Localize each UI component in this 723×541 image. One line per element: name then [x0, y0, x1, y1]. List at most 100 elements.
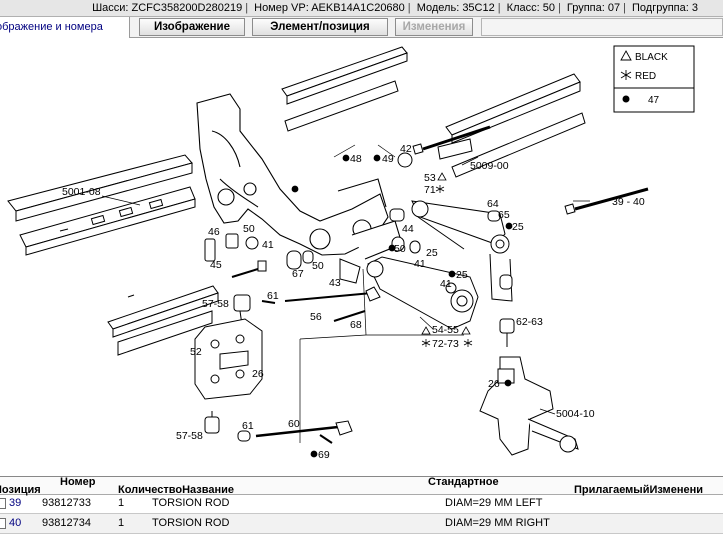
callout-52: 52: [190, 346, 202, 358]
callout-57-58-lower: 57-58: [176, 430, 203, 442]
dot-marker: [310, 450, 318, 458]
table-header: Позиция Номер КоличествоНазвание Стандар…: [0, 476, 723, 496]
row-number: 93812733: [42, 497, 91, 509]
callout-56: 56: [310, 311, 322, 323]
bushing-46: [204, 238, 216, 262]
bracket-52: [194, 318, 263, 400]
group: Группа: 07: [566, 2, 621, 14]
col-standard[interactable]: Стандартное: [428, 476, 499, 488]
dot-legend-icon: [622, 95, 630, 103]
callout-42: 42: [400, 143, 412, 155]
row-checkbox[interactable]: [0, 498, 6, 509]
subgroup: Подгруппа: 3: [632, 2, 698, 14]
row-standard: DIAM=29 MM LEFT: [445, 497, 543, 509]
class: Класс: 50: [506, 2, 555, 14]
callout-62-63: 62-63: [516, 316, 543, 328]
row-position[interactable]: 39: [9, 497, 22, 509]
callout-53: 53: [424, 172, 436, 184]
cross-member: [196, 93, 403, 260]
dot-marker: [448, 270, 456, 278]
row-name: TORSION ROD: [152, 517, 230, 529]
chassis-rail-top: [281, 46, 408, 132]
callout-44: 44: [402, 223, 414, 235]
callout-50-middle: 50: [394, 243, 406, 255]
callout-5004-10: 5004-10: [556, 408, 595, 420]
torsion-rod-pair: [412, 125, 649, 215]
callout-26-bracket: 26: [252, 368, 264, 380]
link-60: [204, 411, 353, 444]
callout-25-lower: 25: [456, 269, 468, 281]
tab-element-position[interactable]: Элемент/позиция: [252, 18, 388, 36]
fasteners: [225, 152, 515, 347]
tab-changes: Изменения: [395, 18, 473, 36]
legend: BLACK RED 47: [613, 45, 695, 113]
tab-image-and-numbers[interactable]: ображение и номера: [0, 17, 130, 38]
triangle-marker-54-55-left: [421, 326, 431, 335]
callout-45: 45: [210, 259, 222, 271]
triangle-marker-53: [437, 172, 447, 181]
table-row[interactable]: 39 93812733 1 TORSION ROD DIAM=29 MM LEF…: [0, 494, 723, 514]
callout-5009-00: 5009-00: [470, 160, 509, 172]
callout-72-73: 72-73: [432, 338, 459, 350]
dot-marker: [504, 379, 512, 387]
callout-50-center: 50: [312, 260, 324, 272]
callout-39-40: 39 - 40: [612, 196, 645, 208]
parts-diagram-svg: 5001-08 5009-00 39 - 40 5004-10 42 48 49…: [7, 45, 695, 461]
asterisk-marker-72-73: [421, 339, 431, 347]
callout-65: 65: [498, 209, 510, 221]
chassis-number: Шасси: ZCFC358200D280219: [92, 2, 243, 14]
callout-5001-08: 5001-08: [62, 186, 101, 198]
callout-57-58-upper: 57-58: [202, 298, 229, 310]
callout-41-middle: 41: [414, 258, 426, 270]
asterisk-marker-72-73-right: [463, 339, 473, 347]
callout-61-lower: 61: [242, 420, 254, 432]
row-qty: 1: [118, 517, 125, 529]
callout-41-left: 41: [262, 239, 274, 251]
callout-67: 67: [292, 268, 304, 280]
chassis-rail-lower-left: [107, 285, 219, 356]
col-extra[interactable]: ПрилагаемыйИзменени: [574, 484, 703, 496]
callout-71: 71: [424, 184, 436, 196]
callout-68: 68: [350, 319, 362, 331]
callout-69: 69: [318, 449, 330, 461]
callout-64: 64: [487, 198, 499, 210]
row-position[interactable]: 40: [9, 517, 22, 529]
callout-54-55: 54-55: [432, 324, 459, 336]
col-qty-name[interactable]: КоличествоНазвание: [118, 484, 235, 496]
asterisk-legend-icon: [620, 70, 632, 80]
asterisk-marker-71: [435, 185, 445, 193]
callout-61-upper: 61: [267, 290, 279, 302]
callout-46: 46: [208, 226, 220, 238]
callout-49: 49: [382, 153, 394, 165]
chassis-rail-right: [445, 73, 586, 178]
callout-60: 60: [288, 418, 300, 430]
col-position[interactable]: Позиция: [0, 484, 41, 496]
steering-knuckle: [479, 356, 579, 456]
parts-diagram: 5001-08 5009-00 39 - 40 5004-10 42 48 49…: [0, 39, 723, 476]
dot-marker: [373, 154, 381, 162]
col-number[interactable]: Номер: [60, 476, 96, 488]
callout-25-middle: 25: [426, 247, 438, 259]
triangle-marker-54-55: [461, 326, 471, 335]
legend-black: BLACK: [635, 52, 668, 63]
legend-red: RED: [635, 71, 656, 82]
row-number: 93812734: [42, 517, 91, 529]
table-row[interactable]: 40 93812734 1 TORSION ROD DIAM=29 MM RIG…: [0, 514, 723, 534]
row-qty: 1: [118, 497, 125, 509]
callout-50-left: 50: [243, 223, 255, 235]
tab-bar: ображение и номера Изображение Элемент/п…: [0, 17, 723, 38]
tab-bar-filler: [481, 18, 723, 36]
callout-25-upper: 25: [512, 221, 524, 233]
vehicle-info-bar: Шасси: ZCFC358200D280219| Номер VP: AEKB…: [0, 0, 723, 17]
callout-41-lower: 41: [440, 278, 452, 290]
row-name: TORSION ROD: [152, 497, 230, 509]
dot-marker: [291, 185, 299, 193]
model: Модель: 35C12: [416, 2, 495, 14]
tab-image[interactable]: Изображение: [139, 18, 245, 36]
callout-26-knuckle: 26: [488, 378, 500, 390]
row-checkbox[interactable]: [0, 518, 6, 529]
triangle-legend-icon: [620, 50, 632, 61]
dot-marker: [342, 154, 350, 162]
chassis-rail-left: [7, 154, 196, 256]
callout-48: 48: [350, 153, 362, 165]
